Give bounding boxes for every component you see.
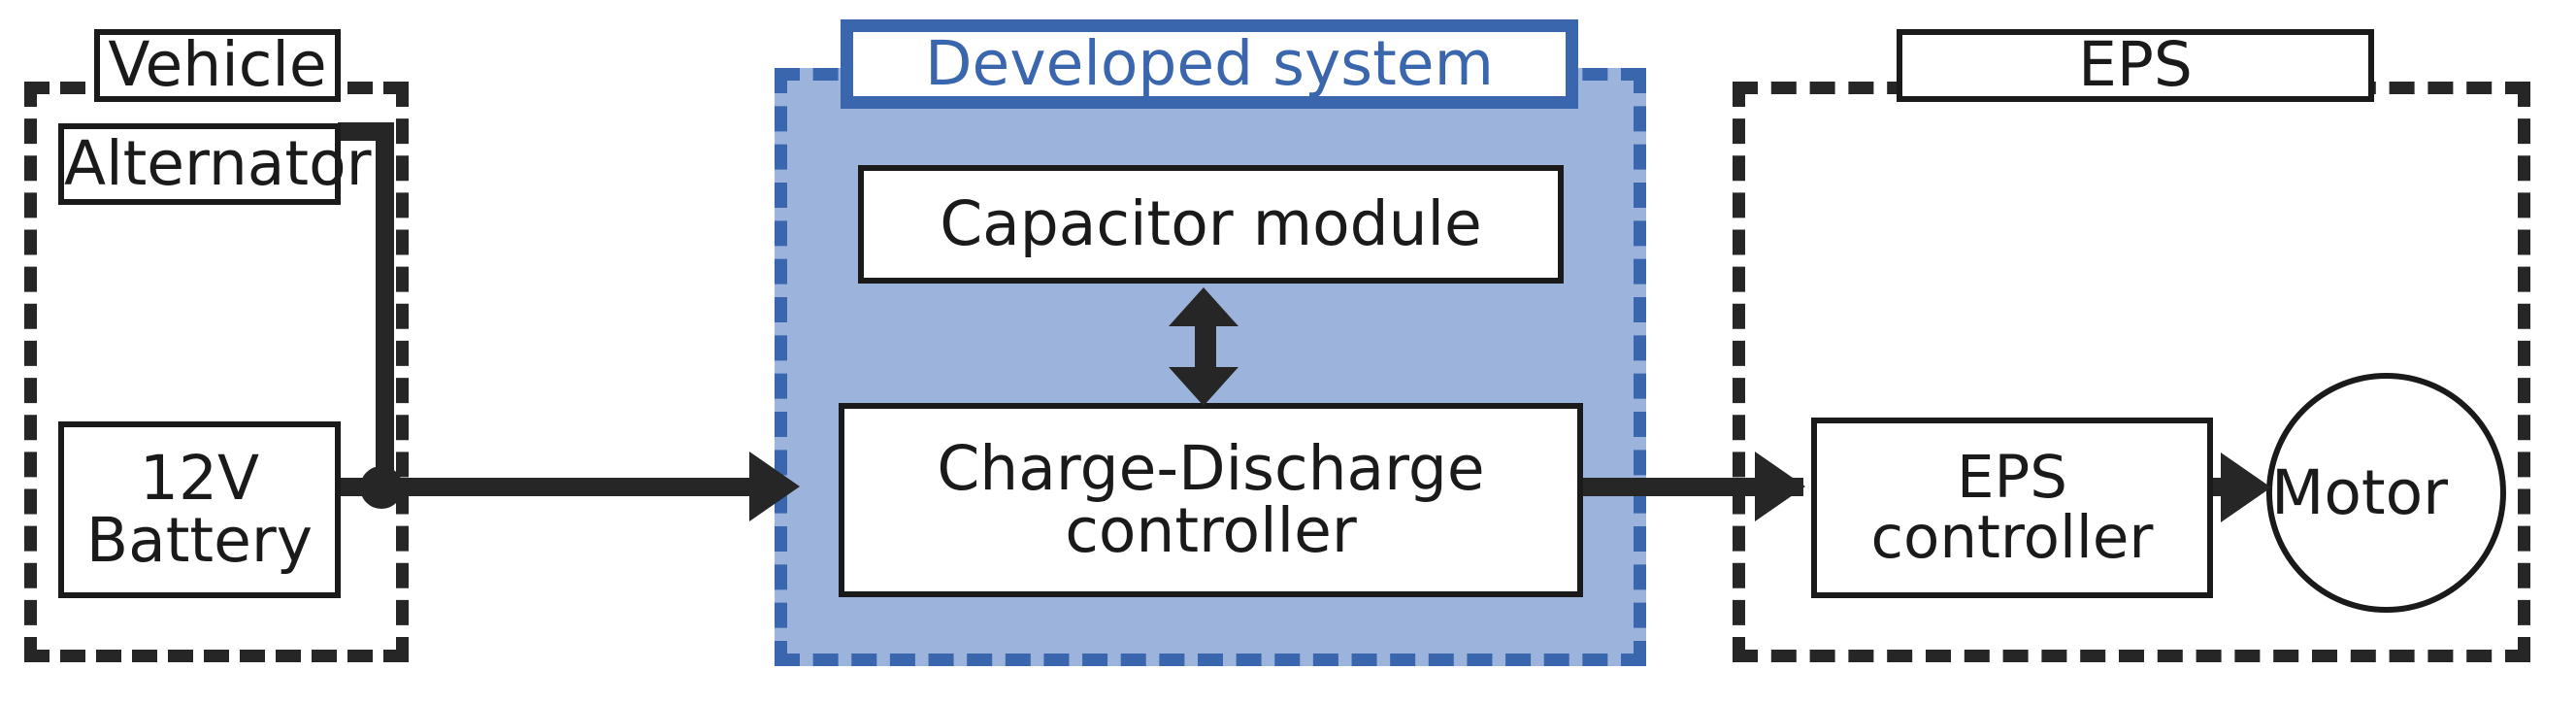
group-label-vehicle: Vehicle xyxy=(108,29,327,101)
group-label-box-developed-system: Developed system xyxy=(841,19,1578,109)
arrowhead-down-charge-discharge-controller xyxy=(1169,367,1238,406)
block-charge-discharge-controller[interactable]: Charge-Discharge controller xyxy=(839,403,1583,597)
block-eps-controller[interactable]: EPS controller xyxy=(1811,418,2213,598)
group-label-box-vehicle: Vehicle xyxy=(94,29,341,102)
block-label-alternator: Alternator xyxy=(64,127,372,199)
block-capacitor-module[interactable]: Capacitor module xyxy=(858,165,1564,284)
arrowhead-into-eps-controller xyxy=(1755,452,1805,521)
block-12v-battery[interactable]: 12V Battery xyxy=(58,421,341,598)
wire-alternator-drop-vertical xyxy=(376,122,394,486)
wire-capacitor-module-controller-vertical xyxy=(1195,320,1216,375)
junction-dot-battery-bus xyxy=(360,466,403,509)
block-label-12v-battery: 12V Battery xyxy=(85,442,314,576)
wire-bus-to-charge-discharge-controller xyxy=(393,478,754,496)
arrowhead-bus-into-charge-discharge-controller xyxy=(749,452,800,521)
group-label-box-eps: EPS xyxy=(1897,29,2374,102)
block-label-charge-discharge-controller: Charge-Discharge controller xyxy=(937,432,1485,566)
block-label-motor: Motor xyxy=(2271,457,2449,528)
block-alternator[interactable]: Alternator xyxy=(58,123,372,205)
group-label-developed-system: Developed system xyxy=(925,27,1494,99)
group-label-eps: EPS xyxy=(2078,29,2193,101)
block-motor[interactable]: Motor xyxy=(2266,373,2506,613)
wire-controller-to-eps-controller xyxy=(1578,478,1803,496)
arrowhead-into-motor xyxy=(2221,453,2271,522)
block-label-capacitor-module: Capacitor module xyxy=(940,187,1482,259)
block-label-eps-controller: EPS controller xyxy=(1870,442,2154,572)
arrowhead-up-capacitor-module xyxy=(1169,287,1238,326)
